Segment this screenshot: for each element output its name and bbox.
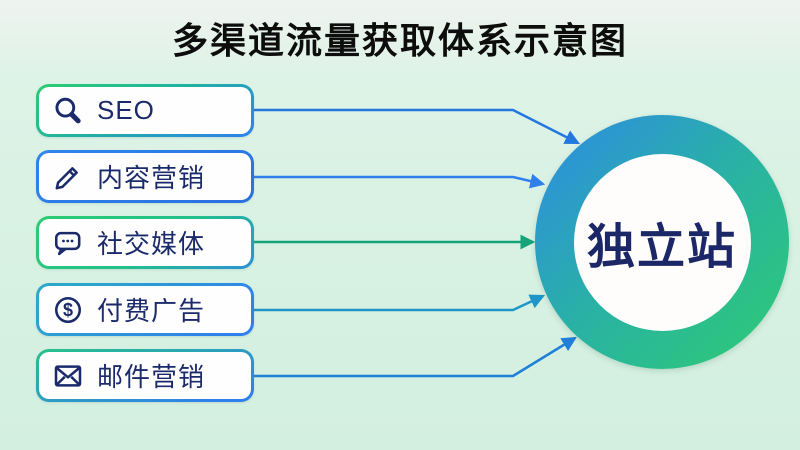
dollar-icon: $ [52,294,84,326]
arrow-seo [254,108,581,145]
channel-box-social-media-body: 社交媒体 [39,219,251,266]
channel-label: 内容营销 [97,163,206,193]
channel-box-paid-ads-body: $ 付费广告 [39,286,251,333]
channel-box-email-marketing-body: 邮件营销 [39,352,251,399]
channel-box-content-marketing: 内容营销 [36,150,254,203]
channel-box-seo-body: SEO [39,87,251,134]
hub-label: 独立站 [586,221,737,274]
pencil-icon [52,161,84,193]
hub-circle: 独立站 [573,153,751,331]
search-icon [52,95,84,127]
channel-box-seo: SEO [36,84,254,137]
channel-label: SEO [97,95,155,125]
channel-label: 邮件营销 [97,362,206,392]
channel-label: 付费广告 [97,296,206,326]
envelope-icon [52,360,84,392]
channel-box-paid-ads: $ 付费广告 [36,283,254,336]
arrow-paid-ads [254,294,546,312]
channel-box-email-marketing: 邮件营销 [36,349,254,402]
page-title: 多渠道流量获取体系示意图 [171,20,628,61]
arrow-content-marketing [254,173,546,189]
arrow-email-marketing [254,336,577,378]
svg-text:$: $ [63,300,73,320]
channel-box-social-media: 社交媒体 [36,216,254,269]
chat-bubble-icon [52,227,84,259]
hub-ring: 独立站 [535,115,789,369]
channel-label: 社交媒体 [97,229,206,259]
channel-box-content-marketing-body: 内容营销 [39,153,251,200]
